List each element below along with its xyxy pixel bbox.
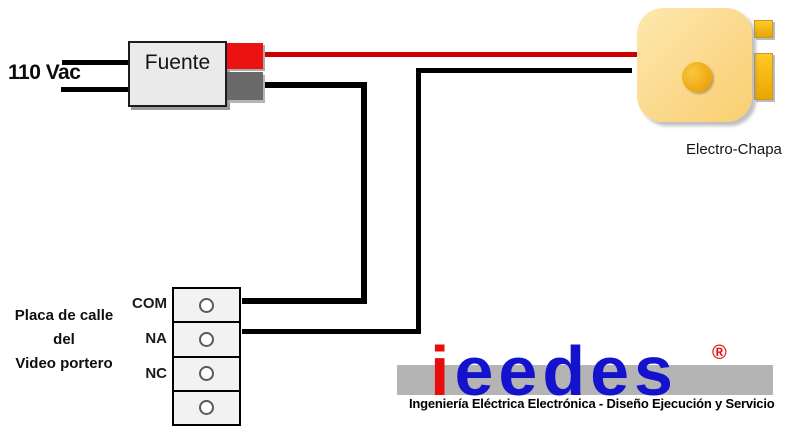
logo-tagline: Ingeniería Eléctrica Electrónica - Diseñ…: [409, 396, 775, 411]
terminal-screw-icon: [199, 400, 214, 416]
brand-logo-rest: eedes: [454, 332, 678, 410]
black-wire-com-top-segment: [256, 82, 367, 88]
logo-band: [397, 365, 773, 395]
terminal-screw-icon: [199, 366, 214, 382]
black-wire-na-vertical-segment: [416, 68, 421, 334]
door-station-caption-line1: Placa de calle: [14, 307, 114, 324]
power-supply-label: Fuente: [144, 51, 211, 74]
terminal-screw-icon: [199, 297, 214, 313]
power-supply-box: Fuente: [128, 41, 227, 107]
door-station-caption: Placa de calle del Video portero: [6, 304, 122, 376]
gray-output-connector: [227, 72, 263, 100]
black-wire-na-bottom-segment: [242, 329, 421, 334]
red-output-connector: [227, 43, 263, 69]
registered-trademark-icon: ®: [712, 342, 727, 364]
electric-strike-label: Electro-Chapa: [686, 141, 782, 158]
terminal-label-nc: NC: [145, 364, 167, 382]
ac-wire-bottom: [61, 87, 128, 92]
electric-strike-latch-top: [754, 20, 773, 38]
brand-logo-initial: i: [430, 332, 455, 410]
red-wire: [262, 52, 642, 57]
voltage-label: 110 Vac: [8, 61, 81, 84]
brand-logo: ieedes: [430, 336, 678, 406]
black-wire-com-vertical-segment: [361, 82, 367, 304]
terminal-row-com: [174, 289, 239, 321]
terminal-screw-icon: [199, 331, 214, 347]
terminal-labels: COM NA NC: [118, 287, 167, 426]
black-wire-na-top-segment: [416, 68, 632, 73]
door-station-caption-line3: Video portero: [15, 355, 113, 372]
terminal-label-spare: [118, 391, 167, 426]
black-wire-com-bottom-segment: [242, 298, 367, 304]
terminal-row-nc: [174, 355, 239, 390]
terminal-row-spare: [174, 389, 239, 424]
terminal-row-na: [174, 321, 239, 355]
electric-strike-knob-icon: [682, 62, 712, 92]
terminal-label-na: NA: [145, 329, 167, 347]
door-station-caption-line2: del: [53, 331, 75, 348]
terminal-label-com: COM: [132, 295, 167, 312]
terminal-block: [172, 287, 241, 426]
ac-wire-top: [62, 60, 128, 65]
electric-strike-latch-bottom: [754, 53, 773, 100]
